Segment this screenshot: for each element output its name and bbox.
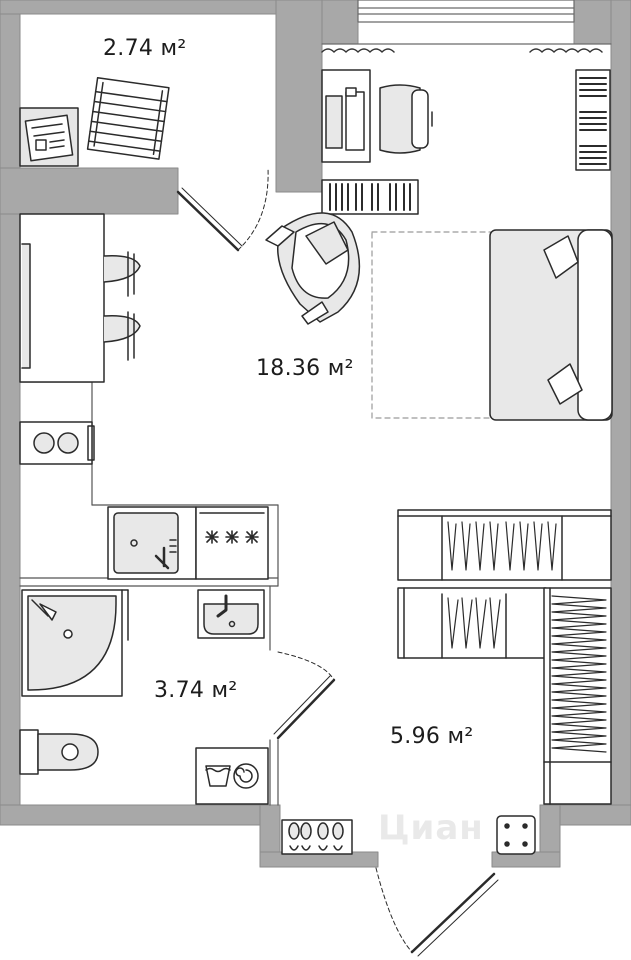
shoe-rack <box>281 819 353 855</box>
walls <box>0 0 631 868</box>
window <box>321 0 612 45</box>
living-room-area-label: 18.36 м² <box>256 356 354 381</box>
entrance-door <box>375 867 499 957</box>
bar-stool-1 <box>103 251 141 297</box>
sofa <box>489 229 613 421</box>
bar-stool-2 <box>103 311 141 361</box>
bookshelf-top <box>575 69 611 171</box>
wardrobe-side <box>543 587 612 805</box>
hallway-area-label: 5.96 м² <box>390 724 474 749</box>
balcony-area-label: 2.74 м² <box>103 36 187 61</box>
bookshelf-low <box>321 179 419 215</box>
office-chair <box>379 84 433 154</box>
cooktop-small <box>19 421 95 465</box>
armchair <box>265 212 361 325</box>
lounge-chair <box>86 77 170 160</box>
kitchen-bar <box>19 213 105 383</box>
desk <box>321 69 371 163</box>
balcony-door <box>176 167 269 252</box>
watermark: Циан <box>378 808 484 848</box>
curtain-right <box>529 48 603 53</box>
kitchen-sink <box>107 506 197 580</box>
stove <box>195 506 269 580</box>
bathroom-sink <box>197 589 265 639</box>
wardrobe-middle <box>397 587 547 659</box>
bathroom-door <box>273 651 336 740</box>
washing-machine <box>195 747 269 805</box>
curtain-left <box>321 48 395 53</box>
shower <box>21 589 129 697</box>
wardrobe-top <box>397 509 612 581</box>
bathroom-area-label: 3.74 м² <box>154 678 238 703</box>
newspaper-table <box>19 107 79 167</box>
electrical-panel <box>496 815 536 855</box>
toilet <box>19 729 99 775</box>
